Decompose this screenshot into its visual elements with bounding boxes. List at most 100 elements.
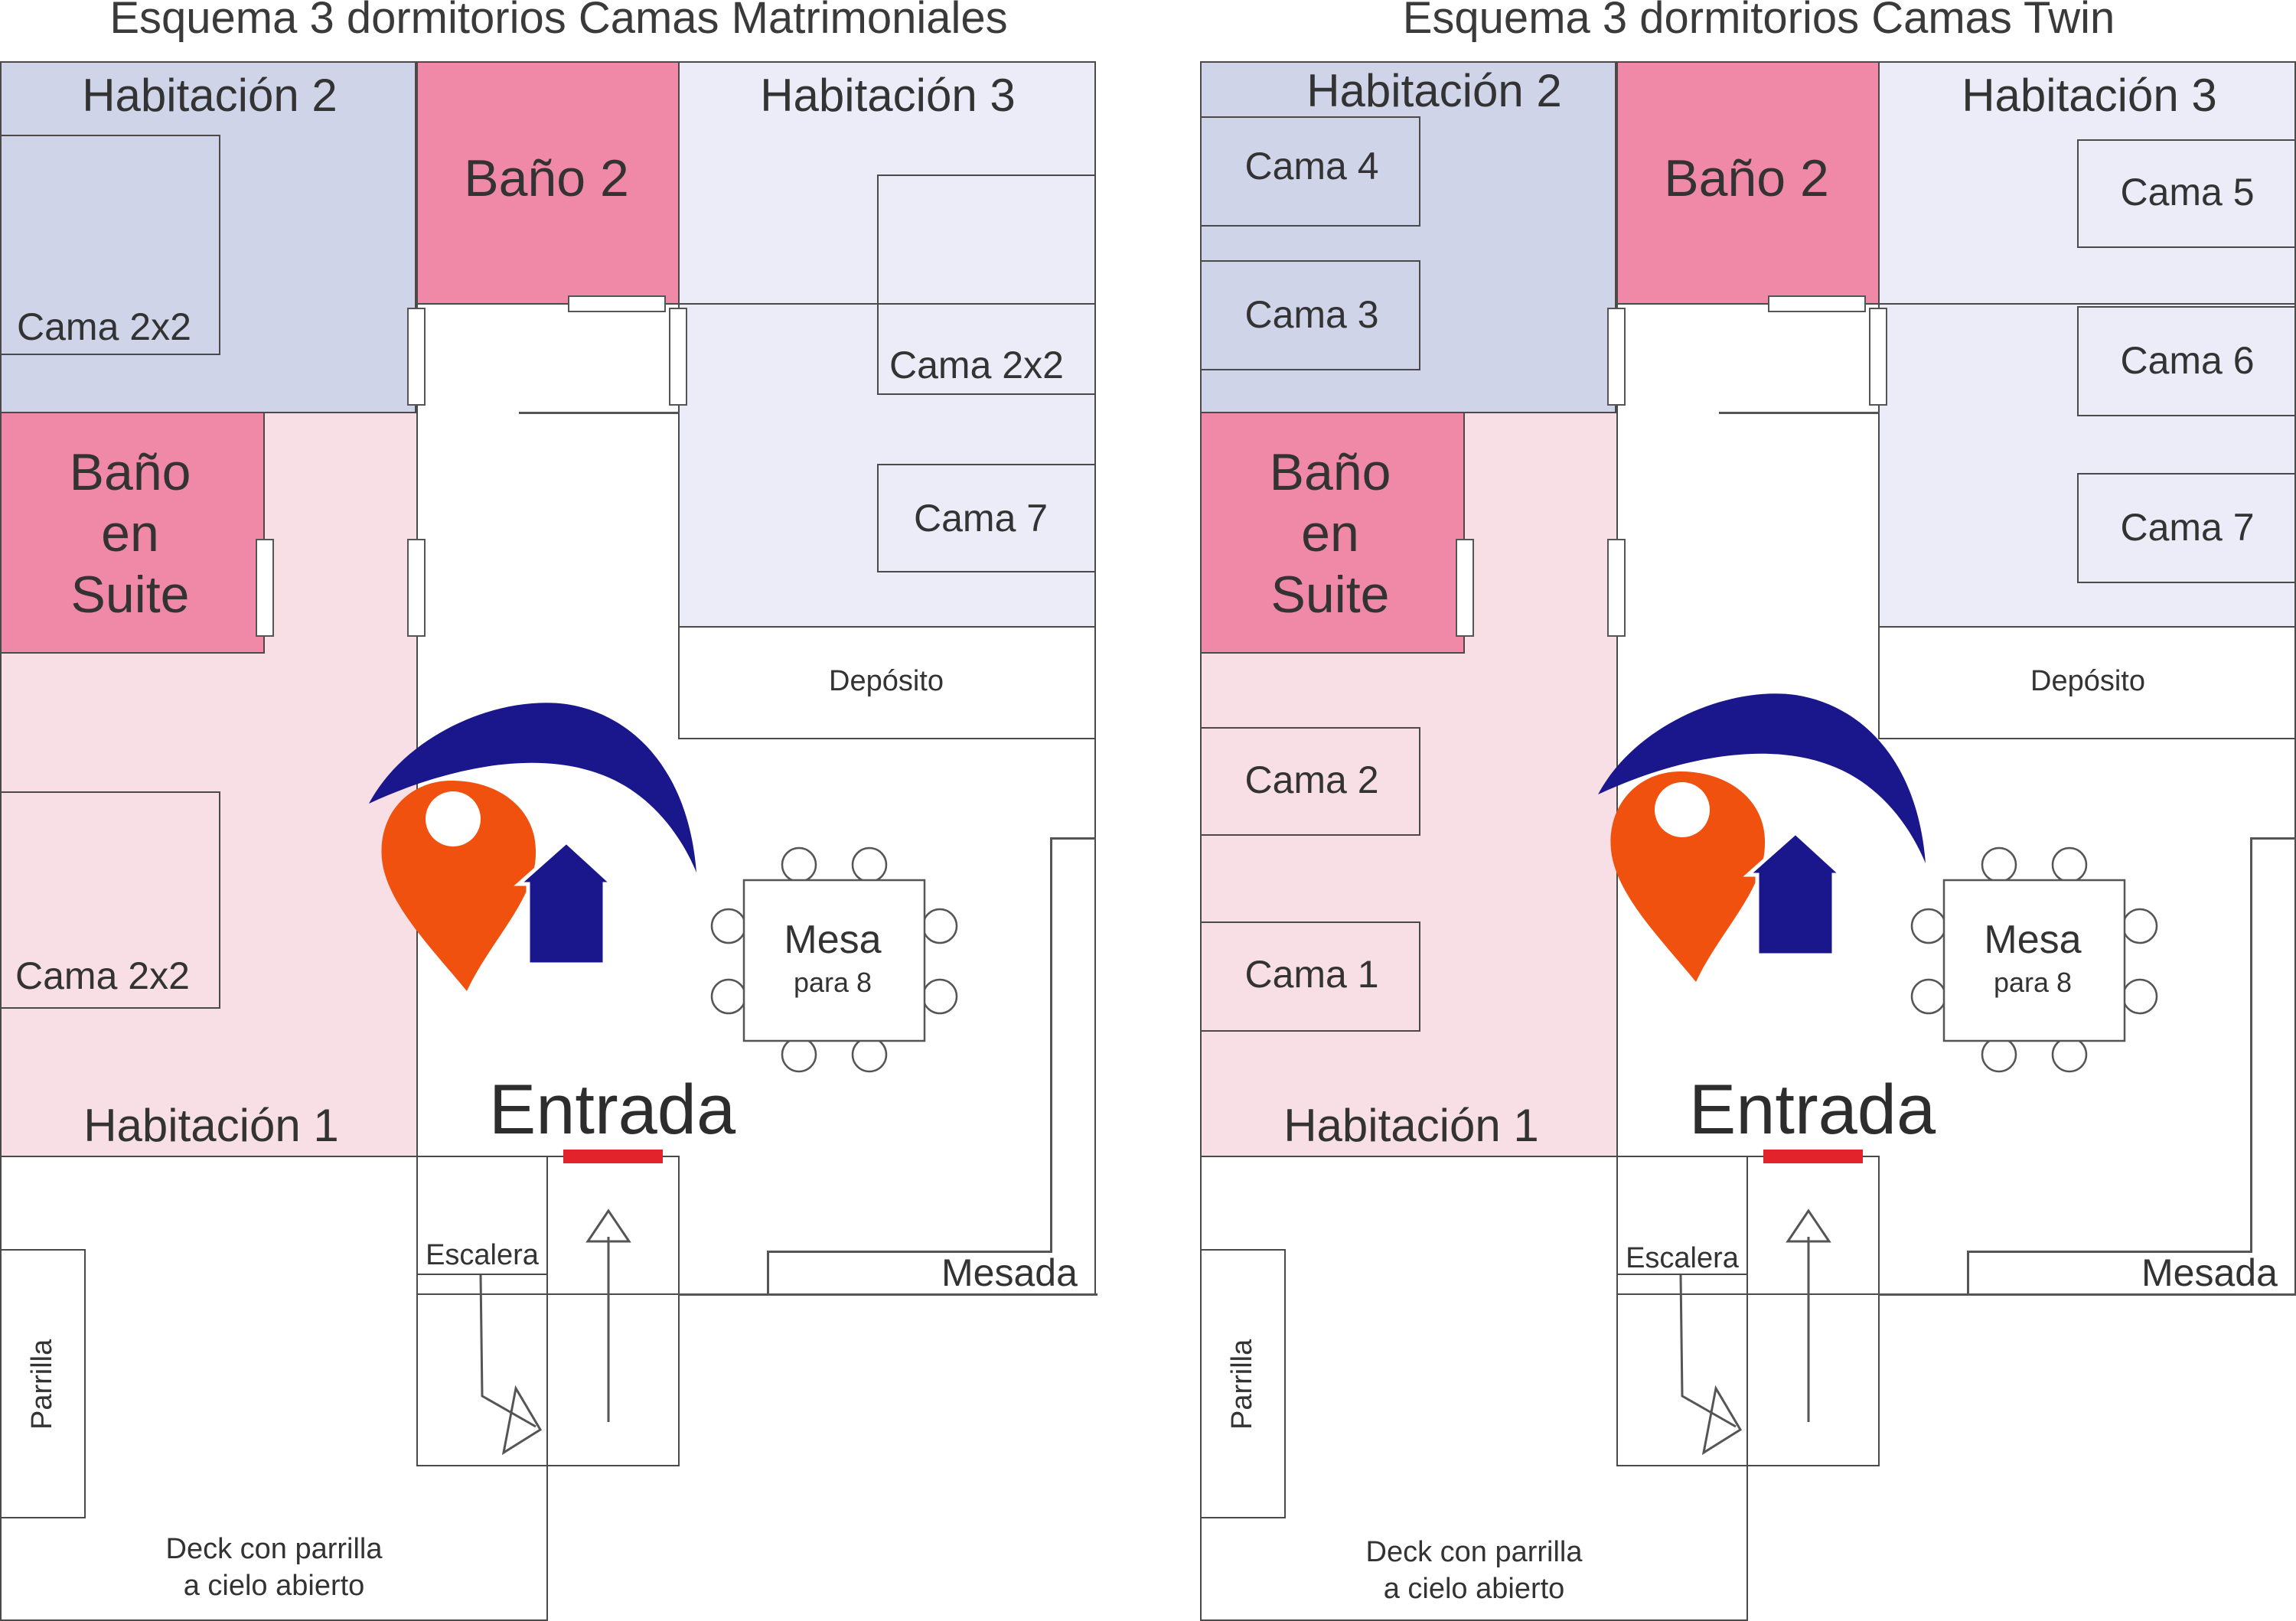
door	[1607, 308, 1626, 406]
plan-title: Esquema 3 dormitorios Camas Twin	[1402, 0, 2115, 43]
label-mesada: Mesada	[2141, 1251, 2278, 1294]
label-habitacion-2: Habitación 2	[1306, 65, 1562, 116]
label-deck-1: Deck con parrilla	[1365, 1536, 1583, 1568]
bed-label: Cama 6	[2120, 339, 2255, 382]
door	[256, 539, 274, 637]
label-habitacion-3: Habitación 3	[1962, 70, 2217, 121]
bed	[1200, 116, 1420, 227]
entry-arrow-icon	[1786, 1208, 1831, 1422]
bed	[2077, 473, 2296, 583]
casa-magallanes-logo	[1598, 693, 1926, 982]
bed-label: Cama 4	[1244, 145, 1379, 188]
floor-plan-twin: Esquema 3 dormitorios Camas Twin	[1200, 0, 2296, 1621]
floor-plan-matrimoniales: Esquema 3 dormitorios Camas Matrimoniale…	[0, 0, 1117, 1621]
mesada-line	[1967, 1251, 1969, 1295]
room-bano-suite	[0, 412, 265, 654]
bed	[0, 135, 220, 355]
plan-title: Esquema 3 dormitorios Camas Matrimoniale…	[109, 0, 1008, 43]
mesada-line	[1967, 1251, 2252, 1253]
parrilla-box	[1200, 1249, 1286, 1518]
door	[1869, 308, 1887, 406]
label-bano-suite-1: Baño	[1269, 443, 1391, 501]
room-deposito	[678, 626, 1096, 739]
label-entrada: Entrada	[1688, 1071, 1936, 1149]
bed-label: Cama 7	[2120, 506, 2255, 549]
entry-arrow-icon	[585, 1208, 631, 1422]
bed	[2077, 306, 2296, 416]
mesada-line	[767, 1251, 769, 1295]
bed-label: Cama 3	[1244, 293, 1379, 336]
label-deposito: Depósito	[829, 665, 944, 697]
mesada-line	[1050, 837, 1052, 1251]
room-bano-2	[1616, 61, 1880, 305]
label-bano-suite-3: Suite	[70, 566, 190, 624]
door	[407, 539, 426, 637]
mesada-line	[2250, 837, 2252, 1251]
mesada-line	[2250, 837, 2296, 840]
door	[407, 308, 426, 406]
bed-label: Cama 2x2	[15, 954, 190, 997]
label-bano-suite-2: en	[101, 504, 159, 563]
mesada-line	[1050, 837, 1096, 840]
table-icon	[710, 846, 958, 1073]
label-escalera: Escalera	[1626, 1242, 1739, 1274]
room-bano-2	[416, 61, 680, 305]
bed-label: Cama 2x2	[889, 344, 1064, 386]
label-habitacion-1: Habitación 1	[83, 1100, 339, 1151]
room-deposito	[1878, 626, 2296, 739]
table-icon	[1910, 846, 2158, 1073]
label-parrilla: Parrilla	[1226, 1339, 1259, 1430]
room-habitacion-2	[1200, 61, 1616, 413]
bed	[877, 464, 1096, 572]
label-mesa: Mesa	[784, 918, 882, 962]
bed-label: Cama 5	[2120, 171, 2255, 214]
bed-label: Cama 1	[1244, 953, 1379, 996]
label-mesa-sub: para 8	[793, 967, 872, 998]
wall-segment	[1878, 1293, 2296, 1296]
bed	[2077, 139, 2296, 248]
door	[1607, 539, 1626, 637]
bed	[877, 174, 1096, 395]
bed-label: Cama 2x2	[17, 305, 191, 348]
label-deck-1: Deck con parrilla	[165, 1533, 383, 1565]
bed	[1200, 921, 1420, 1032]
stair-arrow-icon	[1679, 1274, 1743, 1456]
wall-segment	[678, 1293, 1097, 1296]
label-mesada: Mesada	[941, 1251, 1078, 1294]
bed-label: Cama 2	[1244, 758, 1379, 801]
bed	[1200, 260, 1420, 370]
label-mesa: Mesa	[1984, 918, 2082, 962]
door-entrada	[563, 1150, 663, 1163]
door	[669, 308, 687, 406]
label-entrada: Entrada	[488, 1071, 736, 1149]
label-escalera: Escalera	[426, 1239, 539, 1271]
label-bano-suite-3: Suite	[1270, 566, 1390, 624]
room-habitacion-3	[1878, 61, 2296, 628]
room-bano-suite	[1200, 412, 1465, 654]
label-habitacion-3: Habitación 3	[760, 70, 1016, 121]
label-deposito: Depósito	[2030, 665, 2145, 697]
stair-arrow-icon	[479, 1274, 543, 1456]
door	[1456, 539, 1474, 637]
parrilla-box	[0, 1249, 86, 1518]
door	[1768, 295, 1866, 312]
wall-segment	[519, 412, 680, 414]
label-bano-suite-2: en	[1301, 504, 1359, 563]
bed-label: Cama 7	[914, 497, 1049, 540]
label-deck-2: a cielo abierto	[1383, 1573, 1565, 1605]
door	[568, 295, 666, 312]
mesada-line	[767, 1251, 1052, 1253]
label-bano-2: Baño 2	[464, 149, 629, 207]
label-habitacion-2: Habitación 2	[82, 70, 338, 121]
door-entrada	[1763, 1150, 1863, 1163]
label-bano-2: Baño 2	[1664, 149, 1829, 207]
label-bano-suite-1: Baño	[69, 443, 191, 501]
label-mesa-sub: para 8	[1993, 967, 2073, 998]
casa-magallanes-logo	[369, 703, 696, 991]
label-habitacion-1: Habitación 1	[1283, 1100, 1539, 1151]
wall-segment	[1719, 412, 1880, 414]
bed	[1200, 727, 1420, 836]
label-deck-2: a cielo abierto	[183, 1570, 365, 1602]
label-parrilla: Parrilla	[26, 1339, 59, 1430]
bed	[0, 791, 220, 1009]
